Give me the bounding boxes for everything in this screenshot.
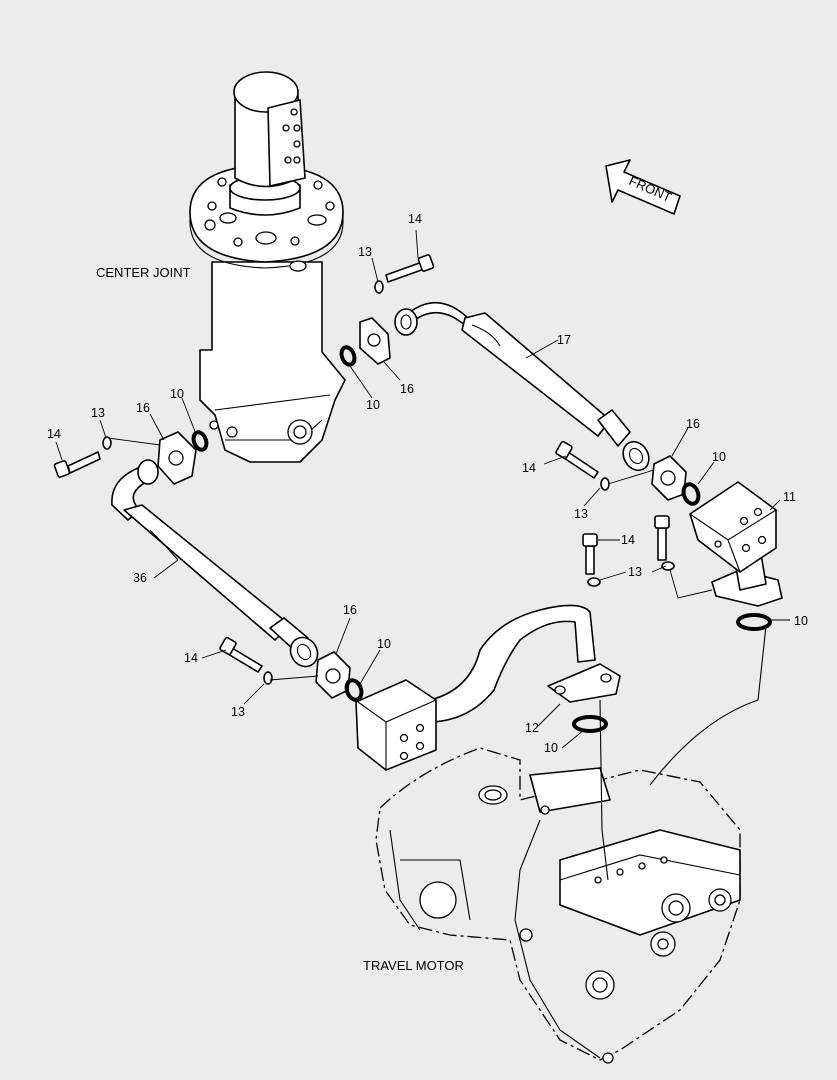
callout-14: 14 xyxy=(408,212,422,226)
o-ring-10-block11 xyxy=(736,613,772,631)
washer-13-left xyxy=(102,436,112,450)
callout-13: 13 xyxy=(91,406,105,420)
callout-16: 16 xyxy=(343,603,357,617)
callout-12: 12 xyxy=(525,721,539,735)
callout-10: 10 xyxy=(366,398,380,412)
callout-36: 36 xyxy=(133,571,147,585)
split-flange-16-left xyxy=(157,431,197,485)
callout-10: 10 xyxy=(794,614,808,628)
o-ring-10-lower xyxy=(344,678,364,702)
pipe-17 xyxy=(394,301,650,472)
callout-13: 13 xyxy=(574,507,588,521)
callout-14: 14 xyxy=(184,651,198,665)
washer-13-block12 xyxy=(587,577,601,587)
callout-14: 14 xyxy=(522,461,536,475)
washer-13-lower xyxy=(263,671,273,685)
bolt-14-right xyxy=(555,440,599,479)
pipe-36 xyxy=(111,459,319,668)
washer-13-block11 xyxy=(661,561,675,571)
front-arrow: FRONT xyxy=(605,159,681,215)
pipe-12 xyxy=(355,604,621,771)
bolt-14-upper xyxy=(385,254,435,283)
o-ring-10-right xyxy=(681,482,701,506)
bolt-14-lower xyxy=(219,636,263,673)
center-joint xyxy=(189,71,346,463)
elbow-block-11 xyxy=(689,481,783,607)
o-ring-10-left xyxy=(191,430,209,452)
leader-lines xyxy=(55,229,790,749)
callout-13: 13 xyxy=(628,565,642,579)
callout-13: 13 xyxy=(358,245,372,259)
split-flange-16-right xyxy=(651,455,687,501)
washer-13-upper xyxy=(374,280,384,294)
bolt-14-block12 xyxy=(582,533,598,575)
callout-10: 10 xyxy=(377,637,391,651)
callout-16: 16 xyxy=(136,401,150,415)
callout-10: 10 xyxy=(712,450,726,464)
o-ring-10-pipe12 xyxy=(572,715,608,733)
washer-13-right xyxy=(600,477,610,491)
callout-10: 10 xyxy=(544,741,558,755)
callout-14: 14 xyxy=(621,533,635,547)
callout-17: 17 xyxy=(557,333,571,347)
callout-10: 10 xyxy=(170,387,184,401)
bolt-14-left xyxy=(53,451,101,478)
center-joint-label: CENTER JOINT xyxy=(96,265,191,280)
split-flange-16-upper xyxy=(359,317,391,365)
callout-13: 13 xyxy=(231,705,245,719)
callout-11: 11 xyxy=(783,490,796,504)
split-flange-16-lower xyxy=(315,651,351,699)
o-ring-10-upper xyxy=(339,345,357,367)
bolt-14-block11 xyxy=(654,515,670,561)
travel-motor xyxy=(375,625,767,1064)
callout-16: 16 xyxy=(686,417,700,431)
callout-14: 14 xyxy=(47,427,61,441)
travel-motor-label: TRAVEL MOTOR xyxy=(363,958,464,973)
callout-16: 16 xyxy=(400,382,414,396)
